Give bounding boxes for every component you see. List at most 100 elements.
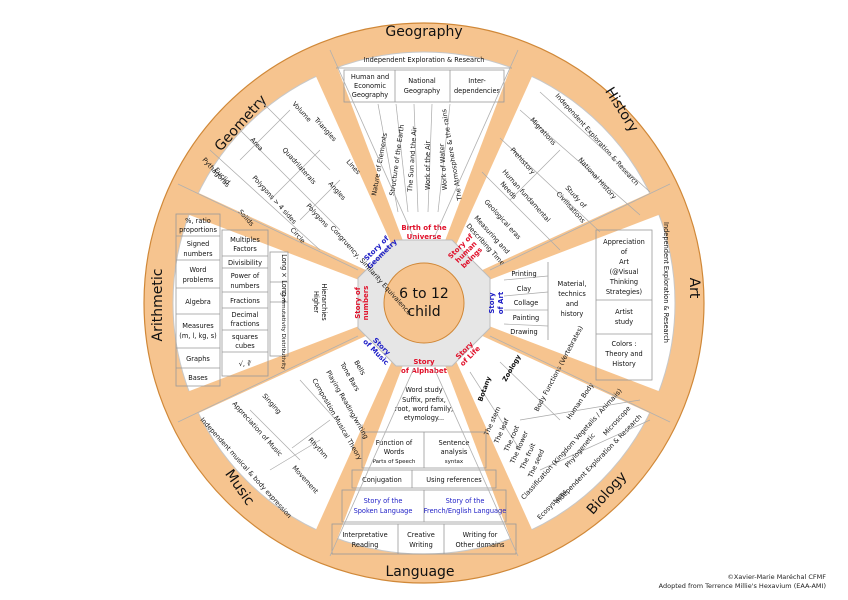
story-alphabet-1: Story: [413, 358, 435, 366]
lang-french-2: French/English Language: [424, 507, 507, 515]
art-list-4: Painting: [513, 314, 540, 322]
title-arithmetic: Arithmetic: [150, 269, 166, 342]
lang-sentence-2: analysis: [441, 448, 468, 456]
story-numbers-1: Story of: [354, 286, 362, 318]
sector-language: Word study Suffix, prefix, root, word fa…: [331, 386, 517, 555]
arith-mid-7: Decimal: [232, 311, 259, 319]
arith-left-11: Bases: [188, 374, 208, 382]
arith-left-10: Graphs: [186, 355, 210, 363]
arith-mid-11: √, ∛: [239, 359, 252, 368]
arith-mid-2: Factors: [233, 245, 257, 253]
art-box1-l4: (@Visual: [610, 268, 639, 276]
lang-conjugation: Conjugation: [362, 476, 402, 484]
geo-box3-l2: dependencies: [454, 87, 501, 95]
art-middle-l1: Material,: [558, 280, 587, 288]
center-label-line1: 6 to 12: [399, 286, 449, 302]
lang-creative-1: Creative: [407, 531, 435, 539]
art-box3-l3: History: [612, 360, 636, 368]
art-list-5: Drawing: [510, 328, 537, 336]
arith-hier-1: Higher: [312, 291, 320, 313]
geo-box3-l1: Inter-: [468, 77, 486, 85]
art-box3-l1: Colors :: [612, 340, 637, 348]
art-list-2: Clay: [517, 285, 531, 293]
arith-mid-1: Multiples: [230, 236, 260, 244]
lang-wordstudy-3: root, word family,: [395, 405, 453, 413]
geo-box1-l3: Geography: [352, 91, 389, 99]
arith-mid-5: numbers: [230, 282, 260, 290]
arith-mid-4: Power of: [231, 272, 260, 280]
credit-line-1: ©Xavier-Marie Maréchal CFMF: [727, 573, 826, 581]
lang-references: Using references: [426, 476, 482, 484]
lang-sentence-3: syntax: [445, 459, 464, 465]
lang-function-3: Parts of Speech: [373, 459, 416, 465]
lang-sentence-1: Sentence: [439, 439, 470, 447]
art-box2-l2: study: [615, 318, 633, 326]
art-list-3: Collage: [514, 299, 539, 307]
center-label-line2: child: [407, 304, 440, 320]
art-box3-l2: Theory and: [604, 350, 642, 358]
arith-left-3: Signed: [187, 240, 210, 248]
geo-box1-l2: Economic: [354, 82, 386, 90]
art-box2-l1: Artist: [615, 308, 633, 316]
story-art-2: of Art: [497, 291, 505, 314]
sector-geography: Independent Exploration & Research Human…: [336, 56, 512, 213]
art-middle-l4: history: [561, 310, 584, 318]
arith-mid-9: squares: [232, 333, 258, 341]
arith-mid-10: cubes: [235, 342, 255, 350]
title-art: Art: [686, 278, 702, 299]
arith-left-2: proportions: [179, 226, 217, 234]
art-box1-l5: Thinking: [609, 278, 638, 286]
arith-left-7: Algebra: [185, 298, 211, 306]
geo-box1-l1: Human and: [351, 73, 389, 81]
art-middle-l3: and: [566, 300, 578, 308]
sector-arithmetic: %, ratio proportions Signed numbers Word…: [175, 213, 328, 387]
title-language: Language: [385, 564, 454, 580]
arith-left-9: (m, l, kg, s): [179, 332, 216, 340]
arith-left-4: numbers: [183, 250, 213, 258]
art-header: Independent Exploration & Research: [662, 222, 670, 343]
arith-op-2: Long ÷: [280, 280, 288, 304]
geo-box2-l2: Geography: [404, 87, 441, 95]
arith-op-3: Commutativity Distributivity: [280, 290, 286, 370]
arith-left-6: problems: [183, 276, 214, 284]
lang-creative-2: Writing: [409, 541, 433, 549]
lang-writing-other-1: Writing for: [463, 531, 498, 539]
lang-spoken-2: Spoken Language: [354, 507, 413, 515]
lang-spoken-1: Story of the: [364, 497, 403, 505]
arith-op-1: Long ×: [280, 254, 288, 278]
center-circle: [383, 262, 465, 344]
lang-wordstudy-1: Word study: [405, 386, 442, 394]
art-box1-l6: Strategies): [606, 288, 642, 296]
art-box1-l2: of: [621, 248, 628, 256]
lang-interpretative-2: Reading: [352, 541, 379, 549]
sector-art: Independent Exploration & Research Appre…: [503, 222, 670, 381]
lang-interpretative-1: Interpretative: [342, 531, 387, 539]
lang-function-2: Words: [384, 448, 405, 456]
arith-mid-3: Divisibility: [228, 259, 262, 267]
art-box1-l1: Appreciation: [603, 238, 645, 246]
lang-french-1: Story of the: [446, 497, 485, 505]
title-geography: Geography: [385, 24, 462, 40]
arith-left-8: Measures: [182, 322, 214, 330]
story-art-1: Story: [488, 292, 496, 314]
geo-col-5: Work of Water: [438, 143, 449, 190]
lang-wordstudy-4: etymology...: [404, 414, 444, 422]
art-box1-l3: Art: [619, 258, 629, 266]
arith-mid-8: fractions: [231, 320, 260, 328]
arith-left-5: Word: [190, 266, 207, 274]
lang-writing-other-2: Other domains: [456, 541, 506, 549]
arith-hier-2: Hierarchies: [320, 283, 328, 321]
story-alphabet-2: of Alphabet: [401, 367, 448, 375]
geography-header: Independent Exploration & Research: [364, 56, 485, 64]
arith-left-1: %, ratio: [185, 217, 211, 225]
art-list-1: Printing: [511, 270, 536, 278]
geo-col-4: Work of the Air: [424, 140, 432, 190]
credit-line-2: Adopted from Terrence Millie's Hexavium …: [658, 582, 826, 590]
lang-wordstudy-2: Suffix, prefix,: [402, 396, 446, 404]
art-middle-l2: technics: [558, 290, 586, 298]
lang-function-1: Function of: [376, 439, 413, 447]
arith-mid-6: Fractions: [230, 297, 260, 305]
story-universe-2: Universe: [407, 233, 442, 241]
sector-dividers: [166, 48, 682, 558]
